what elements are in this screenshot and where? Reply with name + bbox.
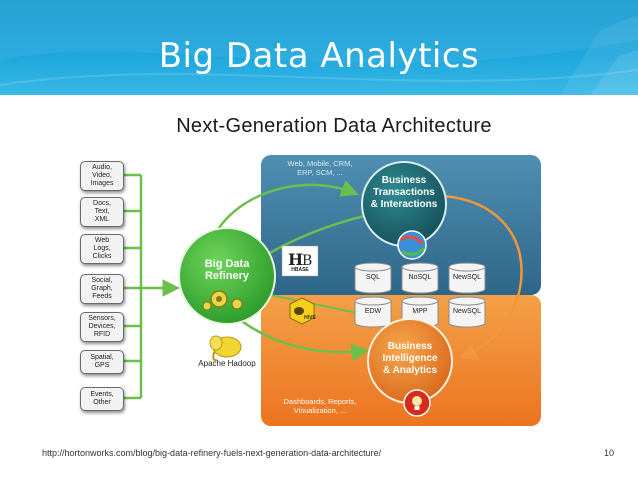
db-newsql-analytics: NewSQL [452, 308, 481, 315]
gear-icon [202, 290, 243, 311]
slide-title: Big Data Analytics [158, 36, 480, 76]
source-web-logs-clicks: Web Logs, Clicks [80, 234, 124, 264]
db-edw: EDW [364, 308, 382, 315]
hbase-logo-icon: H B [281, 245, 319, 277]
source-social-graph-feeds: Social, Graph, Feeds [80, 274, 124, 304]
source-sensors-devices-rfid: Sensors, Devices, RFID [80, 312, 124, 342]
transactions-db-shapes [354, 262, 486, 294]
diagram-title: Next-Generation Data Architecture [176, 115, 492, 137]
refinery-node [178, 227, 276, 325]
source-spatial-gps: Spatial, GPS [80, 350, 124, 374]
source-events-other: Events, Other [80, 387, 124, 411]
hbase-label: HBASE [291, 267, 309, 273]
hive-label: HIVE [304, 315, 316, 321]
analytics-label: Business Intelligence & Analytics [382, 341, 438, 376]
hive-logo-icon [289, 297, 315, 325]
architecture-diagram: H B [79, 101, 589, 430]
header-decoration [0, 0, 638, 95]
transactions-to-analytics-arrow [443, 194, 523, 360]
transactions-label: Business Transactions & Interactions [370, 175, 438, 210]
lightbulb-icon [403, 389, 431, 417]
source-audio-video-images: Audio, Video, Images [80, 161, 124, 191]
transactions-zone-label: Web, Mobile, CRM, ERP, SCM, ... [287, 159, 353, 177]
source-url[interactable]: http://hortonworks.com/blog/big-data-ref… [42, 448, 382, 458]
slide-header: Big Data Analytics [0, 0, 638, 95]
page-number: 10 [604, 448, 615, 458]
hadoop-elephant-icon [209, 335, 242, 362]
source-connectors [122, 173, 180, 400]
db-sql: SQL [365, 274, 380, 281]
svg-text:H: H [288, 250, 303, 269]
refinery-label: Big Data Refinery [204, 258, 250, 282]
svg-text:B: B [302, 253, 312, 269]
hadoop-label: Apache Hadoop [198, 359, 256, 368]
db-nosql: NoSQL [408, 274, 432, 281]
refinery-to-transactions-arrow [209, 180, 359, 244]
analytics-zone-label: Dashboards, Reports, Visualization, ... [283, 397, 357, 415]
db-newsql-transactions: NewSQL [452, 274, 481, 281]
source-docs-text-xml: Docs, Text, XML [80, 197, 124, 227]
diagram-graphics: H B [122, 155, 541, 426]
db-mpp: MPP [412, 308, 428, 315]
globe-icon [397, 230, 427, 260]
